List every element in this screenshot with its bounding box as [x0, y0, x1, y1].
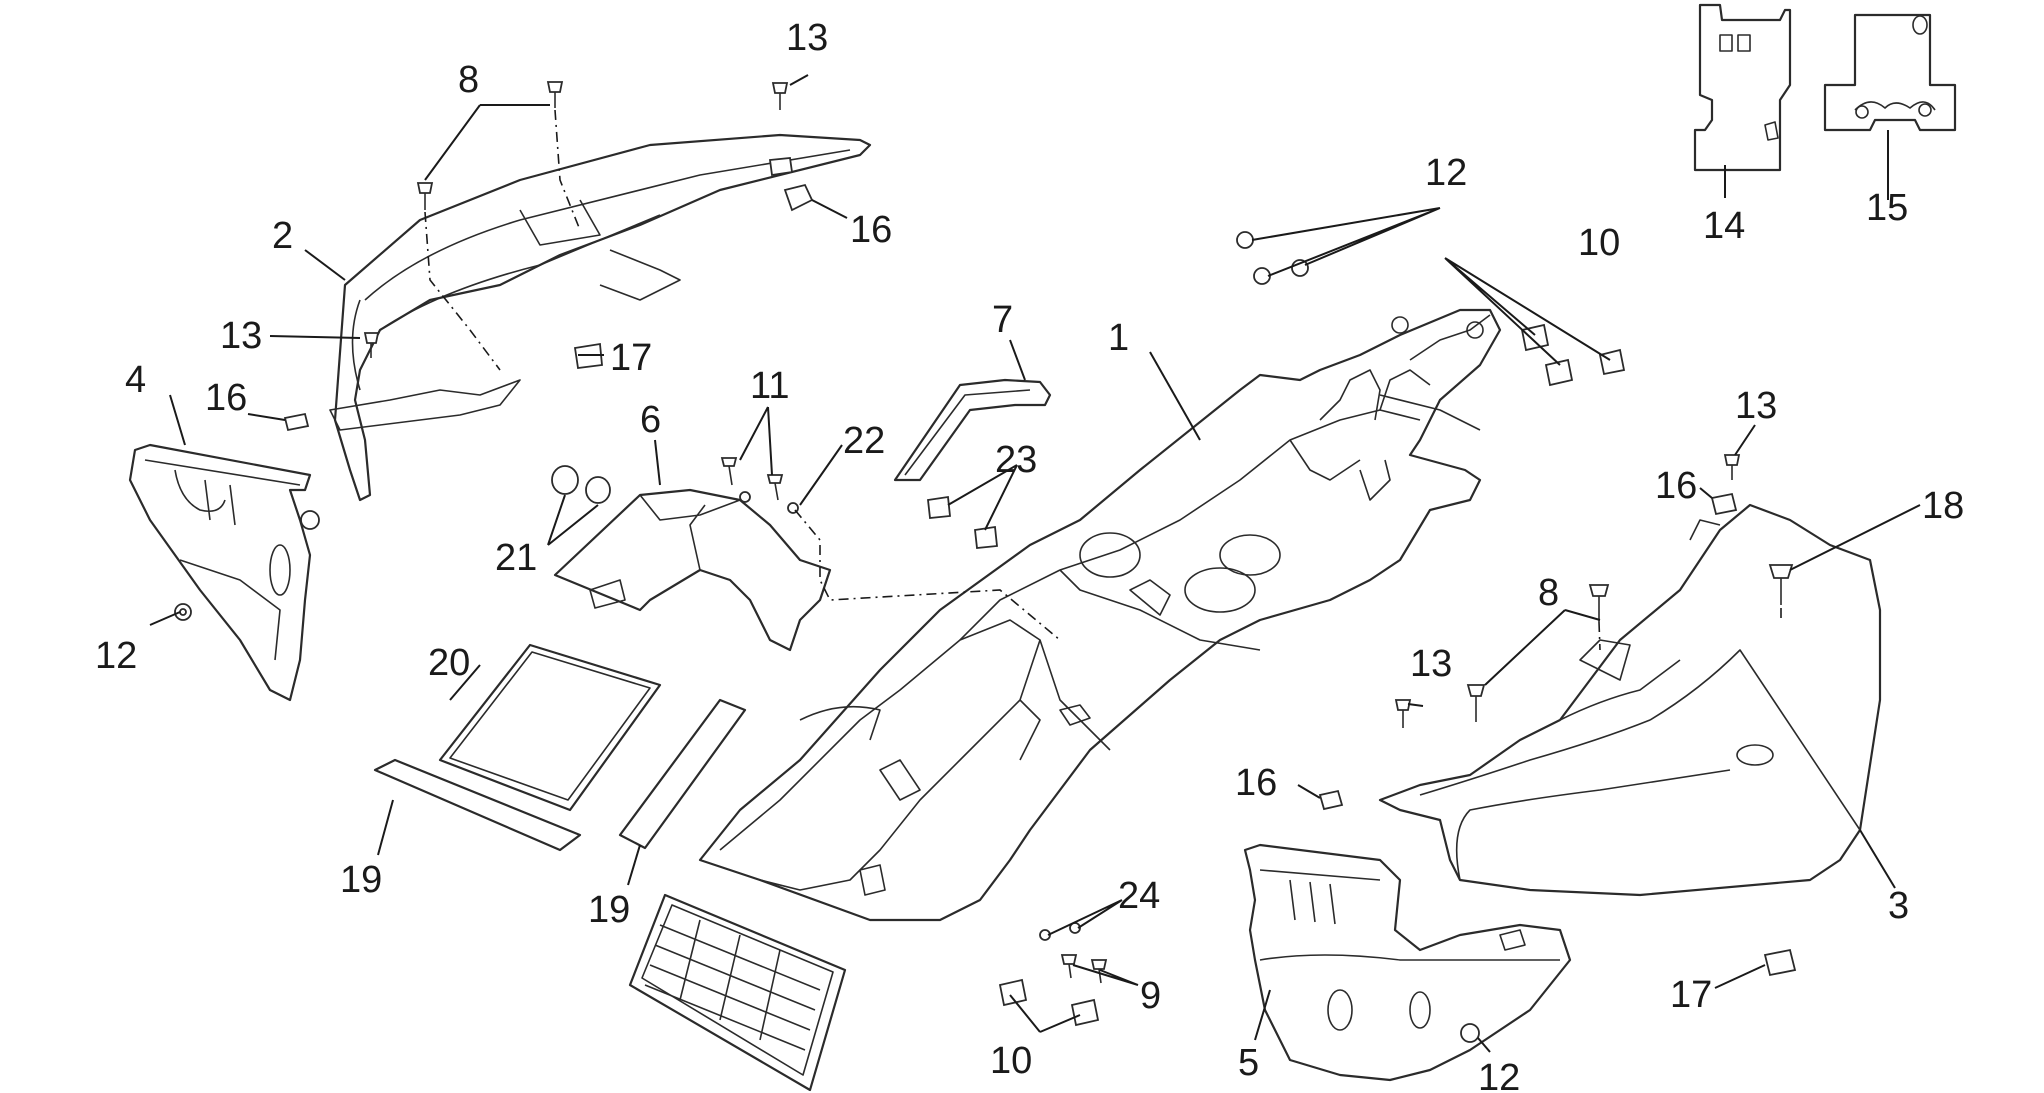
callout-20: 20 — [428, 642, 470, 684]
part-14-bracket — [1693, 3, 1792, 172]
callout-9: 9 — [1140, 975, 1161, 1017]
callout-19-left: 19 — [340, 859, 382, 901]
callout-15: 15 — [1866, 187, 1908, 229]
callout-labels: 1 2 3 4 5 6 7 8 8 9 10 10 11 12 12 12 13… — [95, 17, 1964, 1093]
callout-12-top: 12 — [1425, 152, 1467, 194]
callout-6: 6 — [640, 399, 661, 441]
callout-23: 23 — [995, 439, 1037, 481]
callout-13-right: 13 — [1735, 385, 1777, 427]
callout-12-bottom: 12 — [1478, 1057, 1520, 1093]
hardware-bits — [174, 81, 1797, 1043]
grille-insert — [628, 893, 847, 1092]
part-4-left-side-panel — [128, 443, 320, 702]
callout-8-top: 8 — [458, 59, 479, 101]
part-19-strip-left — [373, 758, 582, 852]
leader-lines — [149, 74, 1921, 1053]
callout-16-mid: 16 — [1235, 762, 1277, 804]
alignment-lines — [424, 109, 1782, 651]
part-3-right-tail-cover — [1378, 503, 1882, 897]
part-1-rear-undertray — [698, 308, 1502, 922]
callout-10-top: 10 — [1578, 222, 1620, 264]
callout-7: 7 — [992, 299, 1013, 341]
part-7-strap — [893, 378, 1052, 482]
callout-13-left: 13 — [220, 315, 262, 357]
callout-13-top: 13 — [786, 17, 828, 59]
callout-4: 4 — [125, 359, 146, 401]
callout-17-top: 17 — [610, 337, 652, 379]
callout-13-mid: 13 — [1410, 643, 1452, 685]
callout-18: 18 — [1922, 485, 1964, 527]
callout-5: 5 — [1238, 1042, 1259, 1084]
callout-8-right: 8 — [1538, 572, 1559, 614]
callout-21: 21 — [495, 537, 537, 579]
part-15-bracket — [1823, 13, 1957, 132]
callout-3: 3 — [1888, 885, 1909, 927]
part-20-pad — [438, 643, 662, 812]
callout-16-right: 16 — [1655, 465, 1697, 507]
part-19-strip-right — [618, 698, 747, 850]
callout-11: 11 — [750, 365, 789, 407]
part-2-left-tail-cover — [329, 133, 872, 502]
callout-1: 1 — [1108, 317, 1129, 359]
callout-22: 22 — [843, 420, 885, 462]
callout-17-bottom: 17 — [1670, 974, 1712, 1016]
callout-12-left: 12 — [95, 635, 137, 677]
callout-16-top: 16 — [850, 209, 892, 251]
callout-24: 24 — [1118, 875, 1160, 917]
part-6-tray — [553, 488, 832, 652]
callout-10-bottom: 10 — [990, 1040, 1032, 1082]
callout-14: 14 — [1703, 205, 1745, 247]
callout-19-right: 19 — [588, 889, 630, 931]
part-5-right-side-panel — [1243, 843, 1572, 1082]
callout-16-left: 16 — [205, 377, 247, 419]
callout-2: 2 — [272, 215, 293, 257]
